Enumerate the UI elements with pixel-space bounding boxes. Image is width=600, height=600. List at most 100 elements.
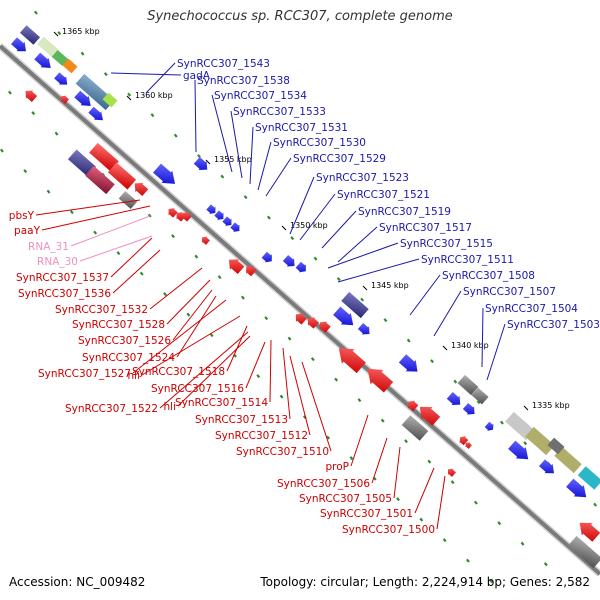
reverse-gene-arrow <box>295 313 307 325</box>
tick-mark <box>404 439 408 444</box>
feature-block <box>37 36 59 58</box>
reverse-gene-label: SynRCC307_1513 <box>195 414 288 426</box>
reverse-leader-line <box>41 205 151 231</box>
accession-text: Accession: NC_009482 <box>9 575 146 589</box>
forward-leader-line <box>481 307 484 368</box>
tick-track-middle <box>7 90 548 567</box>
tick-mark <box>54 131 59 136</box>
kbp-label: 1345 kbp <box>371 281 409 290</box>
forward-leader-line <box>486 323 506 381</box>
kbp-tick <box>523 405 529 411</box>
reverse-leader-line <box>414 467 435 514</box>
forward-leader-line <box>265 157 292 197</box>
tick-mark <box>326 435 331 440</box>
forward-gene-arrow <box>446 391 461 406</box>
reverse-leader-line <box>172 289 213 341</box>
reverse-leader-line <box>289 355 311 436</box>
tick-mark <box>256 374 261 379</box>
tick-mark <box>473 500 478 505</box>
forward-gene-arrow <box>11 37 27 52</box>
topology-text: Topology: circular; Length: 2,224,914 bp… <box>260 575 590 589</box>
tick-mark <box>336 277 341 282</box>
rna-label: RNA_31 <box>28 241 69 253</box>
forward-leader-line <box>145 62 176 94</box>
tick-mark <box>419 517 424 522</box>
forward-gene-label: SynRCC307_1511 <box>421 254 514 266</box>
forward-gene-arrow <box>566 478 587 498</box>
tick-mark <box>57 31 62 36</box>
feature-block <box>471 387 489 405</box>
forward-leader-line <box>194 79 197 153</box>
reverse-gene-arrow <box>25 90 38 102</box>
reverse-leader-line <box>176 295 217 358</box>
forward-gene-label: SynRCC307_1507 <box>463 286 556 298</box>
tick-mark <box>267 215 271 220</box>
feature-block <box>19 25 41 45</box>
feature-block <box>118 190 138 210</box>
reverse-gene-label: SynRCC307_1522 <box>65 403 158 415</box>
reverse-leader-line <box>132 299 227 374</box>
kbp-label: 1340 kbp <box>451 341 489 350</box>
tick-mark <box>497 521 502 526</box>
feature-block <box>525 426 555 456</box>
tick-mark <box>243 195 248 200</box>
tick-mark <box>430 359 434 364</box>
feature-block <box>67 149 97 177</box>
tick-mark <box>465 558 470 563</box>
forward-gene-arrow <box>230 222 240 232</box>
reverse-leader-line <box>301 361 332 452</box>
forward-gene-arrow <box>333 306 354 326</box>
tick-mark <box>80 51 85 56</box>
reverse-gene-label: SynRCC307_1506 <box>277 478 370 490</box>
reverse-gene-label: SynRCC307_1537 <box>16 272 109 284</box>
reverse-leader-line <box>245 341 266 389</box>
kbp-label: 1335 kbp <box>532 401 570 410</box>
tick-track-upper <box>33 10 598 507</box>
forward-gene-label: SynRCC307_1538 <box>197 75 290 87</box>
reverse-gene-label: proP <box>325 461 349 473</box>
reverse-gene-label: SynRCC307_1536 <box>18 288 111 300</box>
reverse-leader-line <box>149 267 203 310</box>
forward-gene-arrow <box>222 216 232 226</box>
forward-gene-label: SynRCC307_1519 <box>358 206 451 218</box>
reverse-gene-arrow <box>459 436 469 446</box>
tick-mark <box>310 357 315 362</box>
tick-mark <box>217 275 222 280</box>
forward-gene-label: SynRCC307_1531 <box>255 122 348 134</box>
tick-mark <box>103 72 108 77</box>
tick-mark <box>194 254 199 259</box>
tick-mark <box>69 210 74 215</box>
forward-leader-line <box>337 226 378 263</box>
reverse-gene-label: SynRCC307_1505 <box>299 493 392 505</box>
tick-mark <box>523 441 528 446</box>
forward-gene-arrow <box>193 156 208 171</box>
tick-mark <box>197 154 201 159</box>
reverse-leader-line <box>159 331 249 409</box>
forward-gene-arrow <box>398 354 418 372</box>
kbp-label: 1360 kbp <box>135 91 173 100</box>
tick-mark <box>127 92 132 97</box>
reverse-gene-label: SynRCC307_1527 <box>38 368 131 380</box>
tick-mark <box>489 579 494 584</box>
reverse-gene-arrow <box>319 321 331 333</box>
forward-leader-line <box>211 94 233 173</box>
forward-gene-label: SynRCC307_1517 <box>379 222 472 234</box>
reverse-leader-line <box>371 437 388 484</box>
reverse-gene-arrow <box>134 182 149 197</box>
reverse-gene-arrow <box>338 348 366 374</box>
forward-gene-label: gadA <box>183 70 211 82</box>
reverse-leader-line <box>166 279 211 325</box>
forward-gene-arrow <box>508 440 529 460</box>
reverse-gene-arrow <box>579 522 600 542</box>
feature-block <box>567 535 600 569</box>
map-title: Synechococcus sp. RCC307, complete genom… <box>147 9 453 24</box>
kbp-tick <box>205 159 211 165</box>
reverse-gene-arrow <box>465 442 472 449</box>
reverse-gene-label: SynRCC307_1524 <box>82 352 175 364</box>
tick-mark <box>499 420 504 425</box>
reverse-gene-label: pbsY <box>9 210 35 222</box>
reverse-leader-line <box>436 475 446 530</box>
reverse-gene-label: SynRCC307_1514 <box>175 397 268 409</box>
forward-gene-arrow <box>34 52 51 68</box>
